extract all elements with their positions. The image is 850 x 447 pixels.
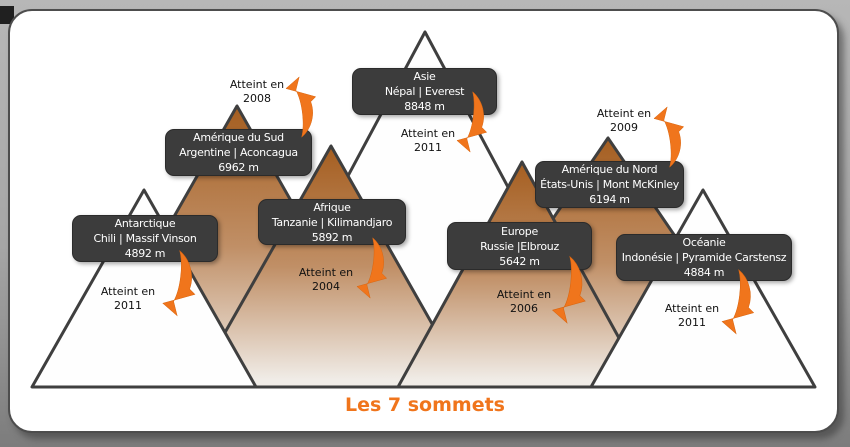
summit-card-pyramide-carstensz: Océanie Indonésie | Pyramide Carstensz 4… (616, 234, 792, 281)
curved-arrow-icon (285, 76, 317, 138)
summit-card-kilimandjaro: Afrique Tanzanie | Kilimandjaro 5892 m (258, 199, 406, 245)
continent-label: Europe (501, 224, 538, 238)
country-peak-label: Chili | Massif Vinson (93, 232, 197, 245)
reached-label-elbrouz: Atteint en 2006 (484, 288, 564, 315)
mountain-pyramide-carstensz (589, 188, 817, 389)
reached-prefix: Atteint en (664, 302, 720, 315)
reached-label-mont-mckinley: Atteint en 2009 (584, 107, 664, 134)
summit-card-mont-mckinley: Amérique du Nord États-Unis | Mont McKin… (535, 161, 684, 208)
altitude-label: 6194 m (589, 193, 630, 206)
country-peak-label: Argentine | Aconcagua (179, 146, 298, 159)
summit-card-everest: Asie Népal | Everest 8848 m (352, 68, 497, 115)
mountain-elbrouz (396, 160, 648, 389)
continent-label: Afrique (313, 200, 351, 214)
continent-label: Océanie (682, 236, 726, 249)
reached-prefix: Atteint en (496, 288, 552, 301)
country-peak-label: Népal | Everest (384, 85, 465, 98)
altitude-label: 5642 m (499, 254, 540, 268)
reached-prefix: Atteint en (100, 285, 156, 298)
mountain-kilimandjaro (192, 144, 470, 389)
reached-label-aconcagua: Atteint en 2008 (217, 78, 297, 105)
frame-corner-accent (0, 6, 14, 24)
reached-label-massif-vinson: Atteint en 2011 (88, 285, 168, 312)
reached-year: 2011 (114, 298, 142, 312)
country-peak-label: États-Unis | Mont McKinley (540, 178, 679, 191)
reached-year: 2009 (610, 120, 638, 134)
reached-prefix: Atteint en (596, 107, 652, 120)
altitude-label: 4884 m (683, 266, 725, 279)
reached-year: 2006 (510, 301, 538, 315)
continent-label: Amérique du Sud (193, 131, 284, 144)
curved-arrow-icon (162, 250, 196, 317)
reached-prefix: Atteint en (229, 78, 285, 91)
reached-label-kilimandjaro: Atteint en 2004 (286, 266, 366, 293)
altitude-label: 8848 m (404, 100, 445, 113)
summit-card-elbrouz: Europe Russie |Elbrouz 5642 m (447, 222, 592, 270)
curved-arrow-icon (356, 237, 388, 299)
continent-label: Amérique du Nord (561, 163, 658, 176)
reached-year: 2008 (243, 91, 271, 105)
diagram-title: Les 7 sommets (345, 394, 505, 416)
altitude-label: 5892 m (311, 230, 353, 244)
country-peak-label: Indonésie | Pyramide Carstensz (621, 251, 787, 264)
country-peak-label: Tanzanie | Kilimandjaro (271, 215, 393, 229)
reached-prefix: Atteint en (298, 266, 354, 279)
country-peak-label: Russie |Elbrouz (480, 239, 559, 253)
curved-arrow-icon (653, 106, 685, 168)
reached-year: 2011 (414, 140, 442, 154)
curved-arrow-icon (721, 269, 755, 335)
reached-prefix: Atteint en (400, 127, 456, 140)
reached-year: 2004 (312, 279, 340, 293)
altitude-label: 4892 m (124, 247, 166, 260)
continent-label: Antarctique (114, 217, 176, 230)
curved-arrow-icon (456, 91, 488, 153)
altitude-label: 6962 m (218, 161, 259, 174)
summit-card-massif-vinson: Antarctique Chili | Massif Vinson 4892 m (72, 215, 218, 262)
mountain-massif-vinson (30, 188, 258, 389)
summit-card-aconcagua: Amérique du Sud Argentine | Aconcagua 69… (165, 129, 312, 176)
curved-arrow-icon (551, 255, 586, 324)
reached-label-everest: Atteint en 2011 (388, 127, 468, 154)
reached-label-pyramide-carstensz: Atteint en 2011 (652, 302, 732, 329)
reached-year: 2011 (678, 315, 706, 329)
continent-label: Asie (413, 70, 436, 83)
